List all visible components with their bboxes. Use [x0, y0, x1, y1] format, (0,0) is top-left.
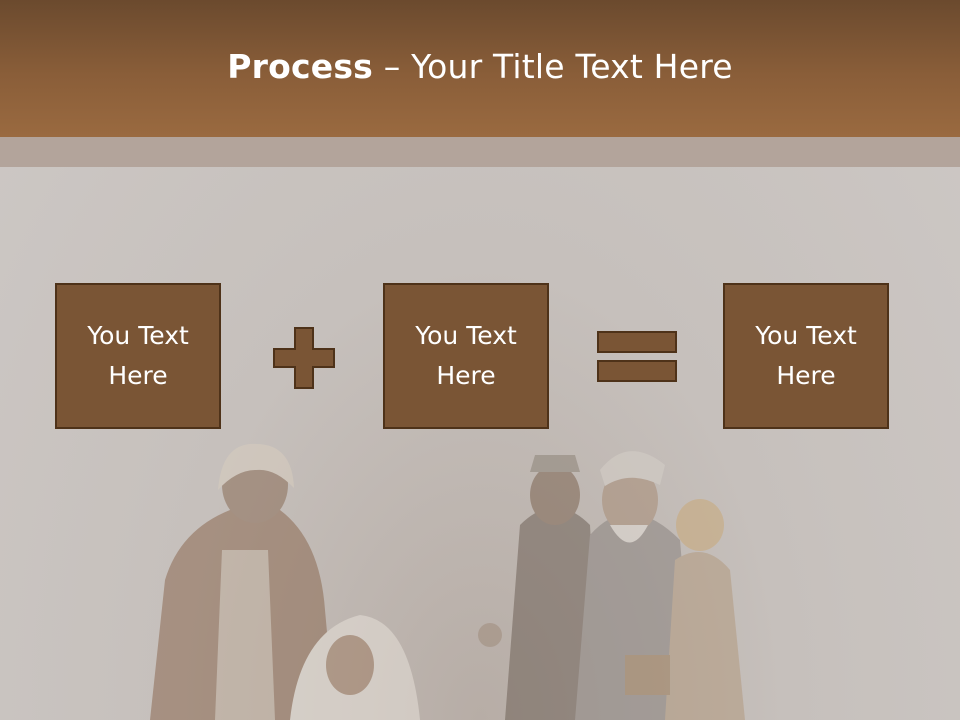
equals-icon — [597, 331, 677, 382]
process-box-2: You Text Here — [383, 283, 549, 429]
title-band — [0, 137, 960, 167]
process-box-3-label: You Text Here — [755, 321, 857, 390]
background-illustration — [150, 443, 745, 720]
slide-title: Process – Your Title Text Here — [227, 47, 733, 86]
title-bar: Process – Your Title Text Here — [0, 0, 960, 137]
title-rest-text: – Your Title Text Here — [373, 47, 733, 86]
process-box-2-label: You Text Here — [415, 321, 517, 390]
plus-icon — [273, 327, 335, 389]
process-box-1-label: You Text Here — [87, 321, 189, 390]
title-bold-text: Process — [227, 47, 374, 86]
process-box-1: You Text Here — [55, 283, 221, 429]
process-box-3: You Text Here — [723, 283, 889, 429]
